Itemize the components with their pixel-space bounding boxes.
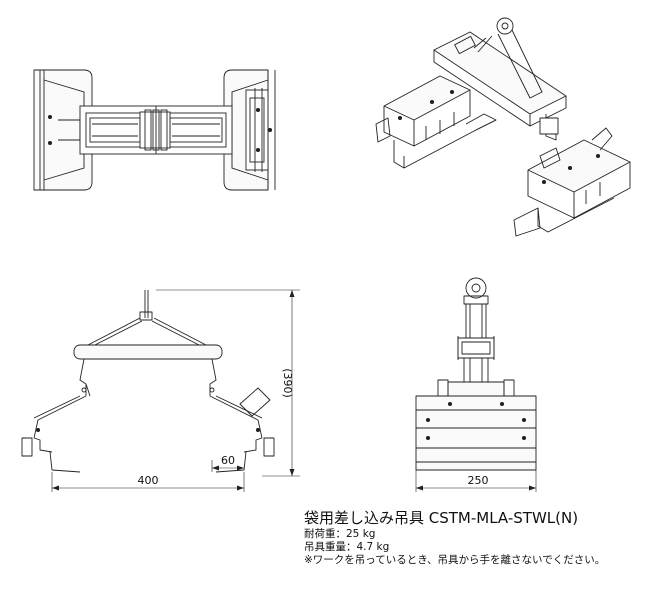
dimension-span-label: 400 [138, 474, 159, 487]
isometric-view [375, 17, 631, 237]
safety-warning: ※ワークを吊っているとき、吊具から手を離さないでください。 [304, 554, 606, 566]
product-caption: 袋用差し込み吊具 CSTM-MLA-STWL(N) 耐荷重：25 kg 吊具重量… [304, 509, 660, 567]
dimension-offset-label: 60 [221, 454, 235, 467]
front-view [21, 289, 300, 492]
dimension-width-label: 250 [468, 474, 489, 487]
product-title: 袋用差し込み吊具 CSTM-MLA-STWL(N) [304, 509, 579, 527]
tool-weight: 吊具重量：4.7 kg [304, 541, 390, 553]
load-capacity: 耐荷重：25 kg [304, 528, 376, 540]
top-view [33, 69, 276, 191]
side-view [415, 277, 537, 492]
dimension-height-label: (390) [281, 368, 294, 398]
